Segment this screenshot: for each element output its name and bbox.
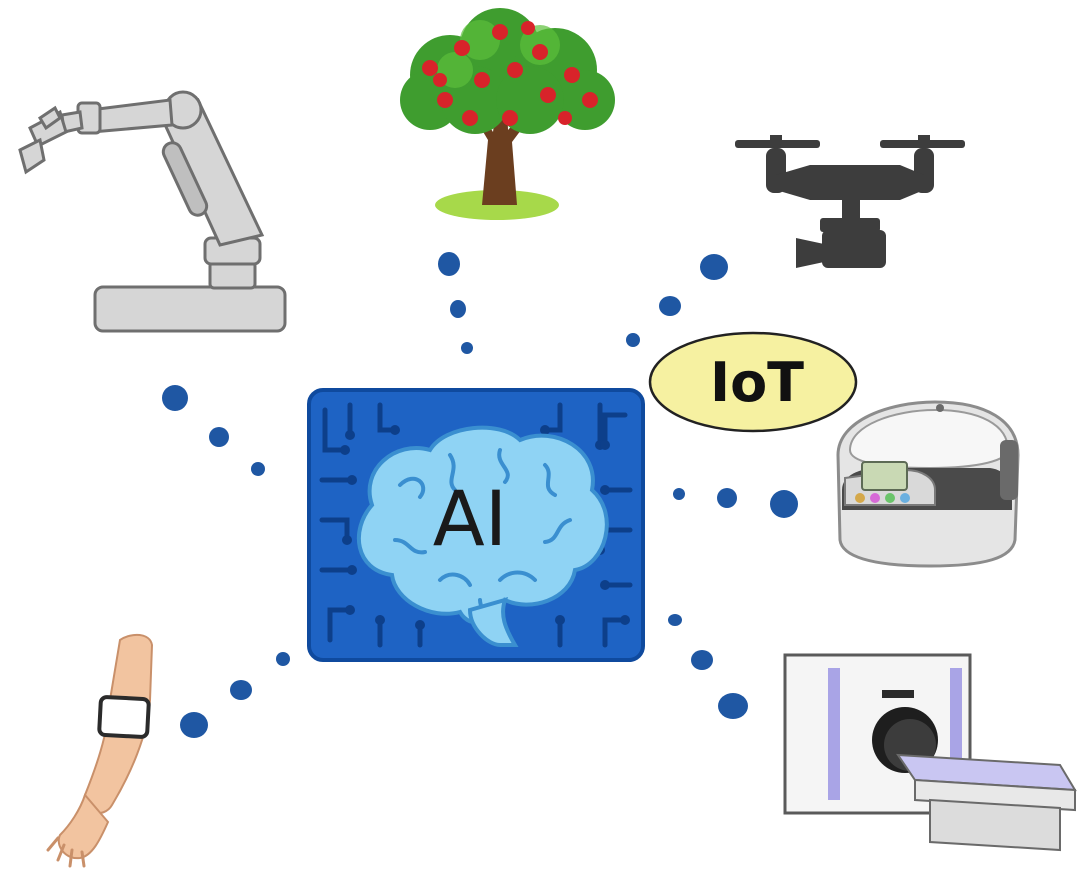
connector-dot: [717, 488, 737, 508]
brain-icon: [356, 425, 609, 647]
robot-arm-icon: [18, 90, 287, 333]
rice-cooker-icon: [836, 400, 1020, 568]
connector-dot: [450, 300, 466, 318]
iot-badge: IoT: [648, 331, 858, 433]
connector-dot: [691, 650, 713, 670]
connector-dot: [770, 490, 798, 518]
connector-dot: [626, 333, 640, 347]
ai-label: AI: [433, 474, 507, 563]
connector-dot: [162, 385, 188, 411]
connector-dot: [659, 296, 681, 316]
connector-dot: [438, 252, 460, 276]
connector-dot: [180, 712, 208, 738]
ct-scanner-icon: [783, 653, 1077, 852]
connector-dot: [209, 427, 229, 447]
connector-dot: [276, 652, 290, 666]
connector-dot: [668, 614, 682, 626]
connector-dot: [461, 342, 473, 354]
connection-dots: [162, 252, 798, 738]
ai-hub: AI: [307, 388, 645, 662]
connector-dot: [673, 488, 685, 500]
connector-dot: [700, 254, 728, 280]
fruit-tree-icon: [400, 8, 615, 220]
iot-label: IoT: [710, 351, 804, 414]
connector-dot: [230, 680, 252, 700]
drone-camera-icon: [735, 135, 965, 268]
connector-dot: [251, 462, 265, 476]
wearable-armband-icon: [46, 633, 154, 868]
connector-dot: [718, 693, 748, 719]
circuit-nodes: [340, 425, 630, 630]
